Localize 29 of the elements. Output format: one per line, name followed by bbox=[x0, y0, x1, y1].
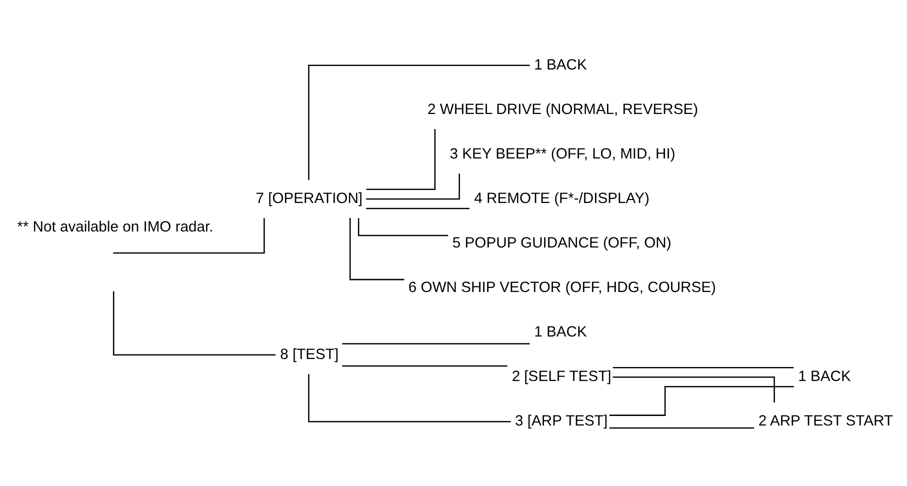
connector bbox=[342, 342, 530, 344]
connector bbox=[358, 218, 448, 236]
connector bbox=[113, 218, 265, 254]
connector bbox=[366, 173, 460, 200]
connector bbox=[308, 64, 530, 180]
connector bbox=[366, 207, 470, 209]
node-text: 8 [TEST] bbox=[280, 346, 339, 362]
connector bbox=[342, 364, 508, 366]
node-text: 3 KEY BEEP** (OFF, LO, MID, HI) bbox=[450, 146, 676, 162]
node-text: 2 WHEEL DRIVE (NORMAL, REVERSE) bbox=[428, 101, 698, 118]
connector bbox=[612, 376, 775, 402]
node-text: 1 BACK bbox=[534, 56, 587, 73]
connector bbox=[612, 366, 794, 368]
node-text: 7 [OPERATION] bbox=[256, 190, 363, 206]
node-text: 6 OWN SHIP VECTOR (OFF, HDG, COURSE) bbox=[408, 279, 716, 296]
connector bbox=[349, 218, 404, 280]
label: ** Not available on IMO radar. bbox=[17, 219, 214, 236]
node-text: 1 BACK bbox=[534, 324, 587, 340]
node-text: 4 REMOTE (F*-/DISPLAY) bbox=[474, 190, 650, 206]
node-text: 2 ARP TEST START bbox=[758, 413, 894, 430]
connector bbox=[610, 386, 794, 416]
node-text: 1 BACK bbox=[798, 368, 851, 385]
connector bbox=[308, 374, 511, 422]
node-text: 2 [SELF TEST] bbox=[512, 368, 612, 385]
connector bbox=[112, 290, 276, 355]
connector bbox=[366, 128, 436, 190]
connector bbox=[609, 426, 754, 428]
node-text: 3 [ARP TEST] bbox=[515, 413, 608, 430]
node-text: 5 POPUP GUIDANCE (OFF, ON) bbox=[452, 234, 672, 251]
